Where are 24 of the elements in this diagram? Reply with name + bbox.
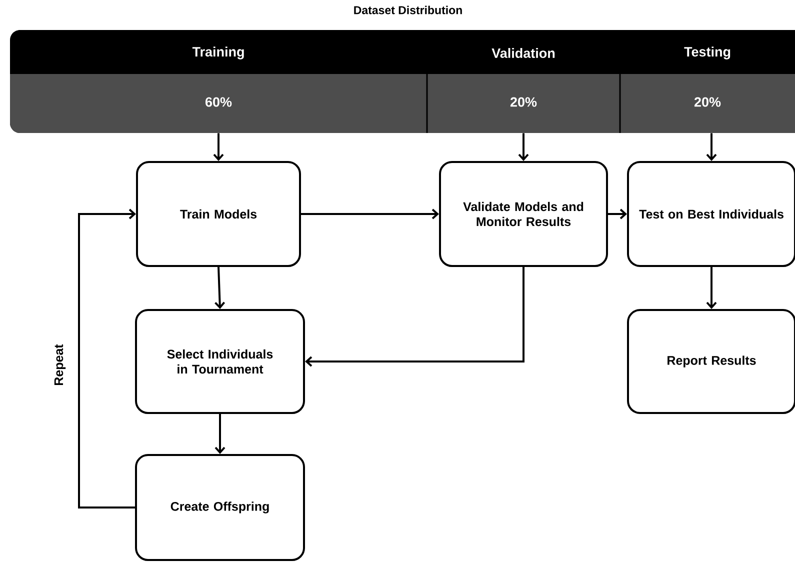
column-header: Testing [684,46,730,60]
column-header: Validation [492,48,555,58]
process-box: Report Results [627,309,795,414]
arrow [608,208,627,220]
process-box: Test on Best Individuals [627,161,795,267]
arrow [301,208,439,220]
arrow [214,266,226,309]
process-box: Train Models [136,161,301,267]
arrow [78,208,136,508]
percentage-label: 20% [510,97,537,107]
column-header: Training [192,46,244,60]
arrow [214,414,226,454]
arrow [706,133,717,161]
process-box: Validate Models and Monitor Results [439,161,608,267]
percentage-label: 60% [206,97,232,107]
process-box: Select Individuals in Tournament [135,309,305,414]
arrow [706,267,717,309]
title: Dataset Distribution [354,6,462,14]
arrow [305,267,524,367]
arrow [518,133,529,161]
edge-label: Repeat [53,343,67,387]
process-box: Create Offspring [135,454,305,561]
percentage-label: 20% [694,97,721,107]
arrow [213,133,224,161]
